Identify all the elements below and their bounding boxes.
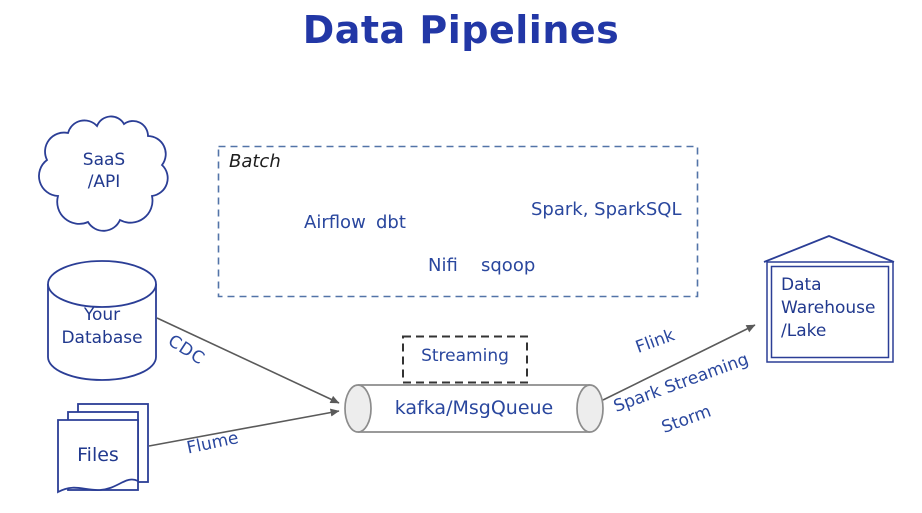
batch-tool-dbt: dbt <box>376 212 406 233</box>
cloud-label-line2: /API <box>87 172 121 192</box>
warehouse-label-line3: /Lake <box>781 321 827 341</box>
warehouse-label-line2: Warehouse <box>781 298 876 318</box>
streaming-group-label: Streaming <box>421 346 509 366</box>
queue-cylinder-shape <box>344 384 604 433</box>
batch-tool-spark-sparksql: Spark, SparkSQL <box>531 199 682 220</box>
batch-group-label: Batch <box>229 151 281 172</box>
flink-arrow <box>602 324 756 401</box>
database-label-line2: Database <box>61 328 143 348</box>
page-title: Data Pipelines <box>302 8 620 52</box>
streaming-group-box <box>402 335 528 384</box>
kafka-msgqueue-label: kafka/MsgQueue <box>394 397 554 419</box>
database-cylinder-shape <box>47 260 157 381</box>
batch-tool-airflow: Airflow <box>304 212 366 233</box>
your-database-label: Your Database <box>50 304 154 350</box>
files-label: Files <box>77 444 119 466</box>
batch-group-box <box>217 145 699 298</box>
cloud-label-line1: SaaS <box>82 150 126 170</box>
cdc-arrow <box>156 317 340 404</box>
batch-tool-nifi: Nifi <box>428 255 458 276</box>
cloud-saas-api-label: SaaS /API <box>58 149 150 193</box>
batch-tool-sqoop: sqoop <box>481 255 536 276</box>
database-label-line1: Your <box>83 305 121 325</box>
data-warehouse-lake-label: Data Warehouse /Lake <box>781 274 891 343</box>
warehouse-label-line1: Data <box>781 275 822 295</box>
warehouse-shape <box>763 235 895 363</box>
cloud-shape <box>38 115 169 232</box>
flume-arrow <box>148 408 340 447</box>
files-stack-shape <box>57 403 149 494</box>
